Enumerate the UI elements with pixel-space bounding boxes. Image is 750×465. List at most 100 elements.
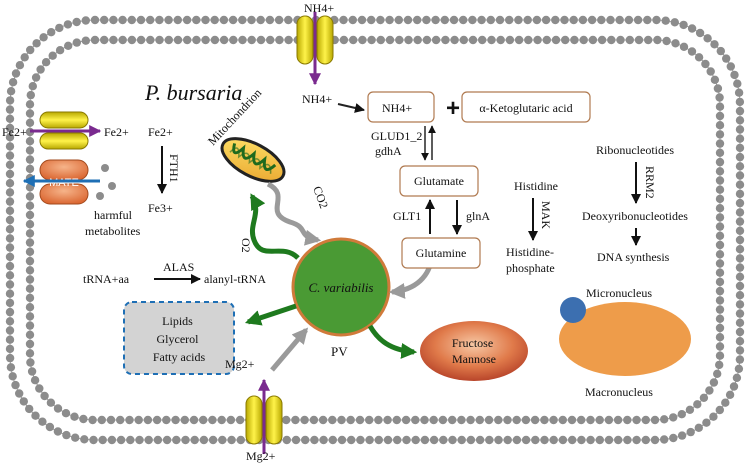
- membrane-bead: [236, 435, 245, 445]
- gdha-label: gdhA: [375, 144, 402, 158]
- membrane-bead: [291, 435, 301, 445]
- membrane-bead: [5, 261, 15, 271]
- membrane-bead: [309, 415, 319, 425]
- membrane-bead: [171, 415, 180, 425]
- membrane-bead: [512, 435, 522, 445]
- membrane-bead: [670, 18, 679, 27]
- membrane-bead: [5, 271, 15, 280]
- membrane-bead: [5, 133, 15, 142]
- membrane-bead: [365, 435, 374, 445]
- metabolite-dot: [101, 164, 109, 172]
- membrane-bead: [109, 15, 118, 25]
- membrane-bead: [715, 121, 725, 130]
- membrane-bead: [735, 208, 745, 217]
- o2-arrow: [249, 193, 300, 260]
- membrane-bead: [440, 15, 449, 25]
- alas-enzyme-label: ALAS: [163, 260, 194, 274]
- membrane-bead: [730, 70, 739, 80]
- membrane-bead: [735, 291, 745, 300]
- nh4-inside-label: NH4+: [302, 92, 332, 106]
- membrane-bead: [735, 180, 745, 189]
- membrane-bead: [25, 183, 35, 192]
- membrane-bead: [47, 28, 56, 37]
- membrane-bead: [125, 415, 134, 425]
- dna-synthesis-label: DNA synthesis: [597, 250, 670, 264]
- trna-aa-label: tRNA+aa: [83, 272, 130, 286]
- nh4-box-label: NH4+: [382, 101, 412, 115]
- membrane-bead: [210, 35, 220, 45]
- membrane-outer-beads: [5, 15, 745, 445]
- membrane-bead: [715, 213, 725, 222]
- membrane-bead: [39, 33, 48, 42]
- membrane-bead: [27, 367, 37, 376]
- membrane-bead: [28, 82, 37, 91]
- membrane-bead: [494, 435, 503, 445]
- membrane-bead: [355, 415, 365, 425]
- membrane-bead: [5, 188, 15, 197]
- fth1-enzyme-label: FTH1: [167, 154, 181, 183]
- membrane-bead: [735, 217, 745, 226]
- membrane-bead: [5, 142, 15, 151]
- membrane-bead: [662, 36, 671, 46]
- membrane-bead: [226, 415, 236, 425]
- membrane-bead: [422, 15, 431, 25]
- membrane-bead: [644, 35, 653, 45]
- membrane-bead: [5, 114, 15, 124]
- membrane-bead: [549, 435, 558, 445]
- membrane-bead: [669, 433, 678, 443]
- membrane-bead: [715, 231, 725, 240]
- membrane-bead: [383, 435, 393, 445]
- membrane-bead: [162, 435, 172, 445]
- membrane-bead: [715, 240, 725, 250]
- membrane-bead: [496, 35, 505, 45]
- membrane-bead: [709, 378, 719, 387]
- membrane-bead: [25, 404, 34, 414]
- membrane-bead: [411, 415, 420, 425]
- membrane-bead: [247, 15, 256, 25]
- membrane-bead: [560, 15, 569, 25]
- membrane-bead: [328, 415, 337, 425]
- membrane-bead: [702, 418, 711, 427]
- membrane-bead: [358, 35, 367, 45]
- membrane-bead: [25, 229, 35, 238]
- membrane-bead: [634, 35, 644, 45]
- membrane-bead: [301, 435, 310, 445]
- membrane-bead: [208, 415, 217, 425]
- membrane-bead: [25, 247, 35, 256]
- membrane-bead: [715, 342, 725, 351]
- membrane-bead: [650, 415, 660, 425]
- organism-label: P. bursaria: [144, 80, 242, 105]
- membrane-bead: [643, 15, 652, 25]
- membrane-bead: [521, 415, 531, 425]
- mate-label: MATE: [49, 177, 79, 189]
- membrane-bead: [449, 15, 459, 25]
- akg-box: [461, 91, 591, 123]
- membrane-bead: [715, 130, 725, 139]
- membrane-bead: [25, 155, 35, 164]
- membrane-bead: [404, 35, 413, 45]
- membrane-bead: [633, 15, 643, 25]
- membrane-bead: [486, 15, 495, 25]
- membrane-bead: [15, 60, 25, 70]
- membrane-bead: [88, 415, 97, 425]
- membrane-bead: [661, 16, 670, 25]
- membrane-bead: [164, 15, 173, 25]
- membrane-bead: [604, 435, 614, 445]
- akg-label: α-Ketoglutaric acid: [479, 101, 572, 115]
- mak-label: MAK: [539, 201, 553, 229]
- membrane-bead: [438, 415, 448, 425]
- membrane-bead: [650, 435, 660, 445]
- membrane-bead: [219, 35, 229, 45]
- membrane-bead: [541, 15, 551, 25]
- membrane-bead: [431, 35, 441, 45]
- membrane-bead: [679, 20, 688, 30]
- membrane-bead: [339, 35, 349, 45]
- membrane-bead: [5, 289, 15, 298]
- membrane-bead: [208, 435, 218, 445]
- membrane-bead: [715, 333, 725, 342]
- membrane-bead: [5, 298, 15, 308]
- membrane-bead: [475, 435, 485, 445]
- membrane-bead: [494, 415, 503, 425]
- membrane-inner-beads: [25, 35, 725, 425]
- membrane-bead: [218, 435, 227, 445]
